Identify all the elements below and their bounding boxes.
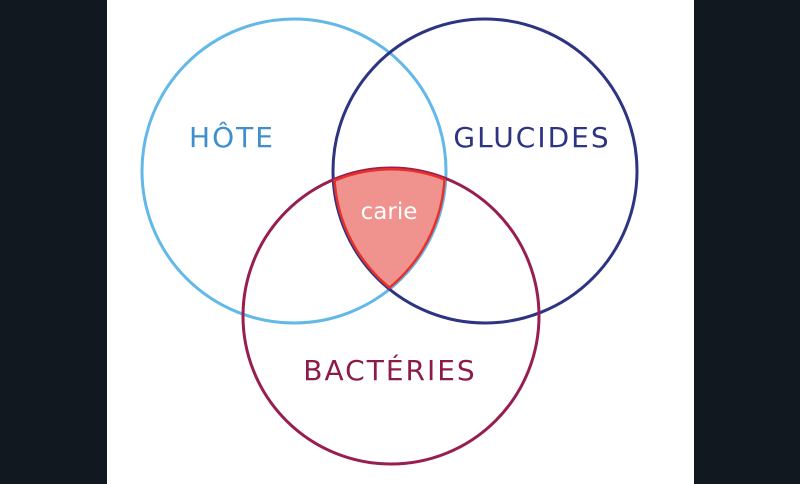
bacteries-label: BACTÉRIES (303, 353, 476, 387)
glucides-circle (331, 17, 639, 325)
carie-label: carie (361, 199, 418, 225)
hote-label: HÔTE (189, 120, 275, 154)
hote-circle (140, 17, 448, 325)
glucides-label: GLUCIDES (453, 121, 610, 154)
